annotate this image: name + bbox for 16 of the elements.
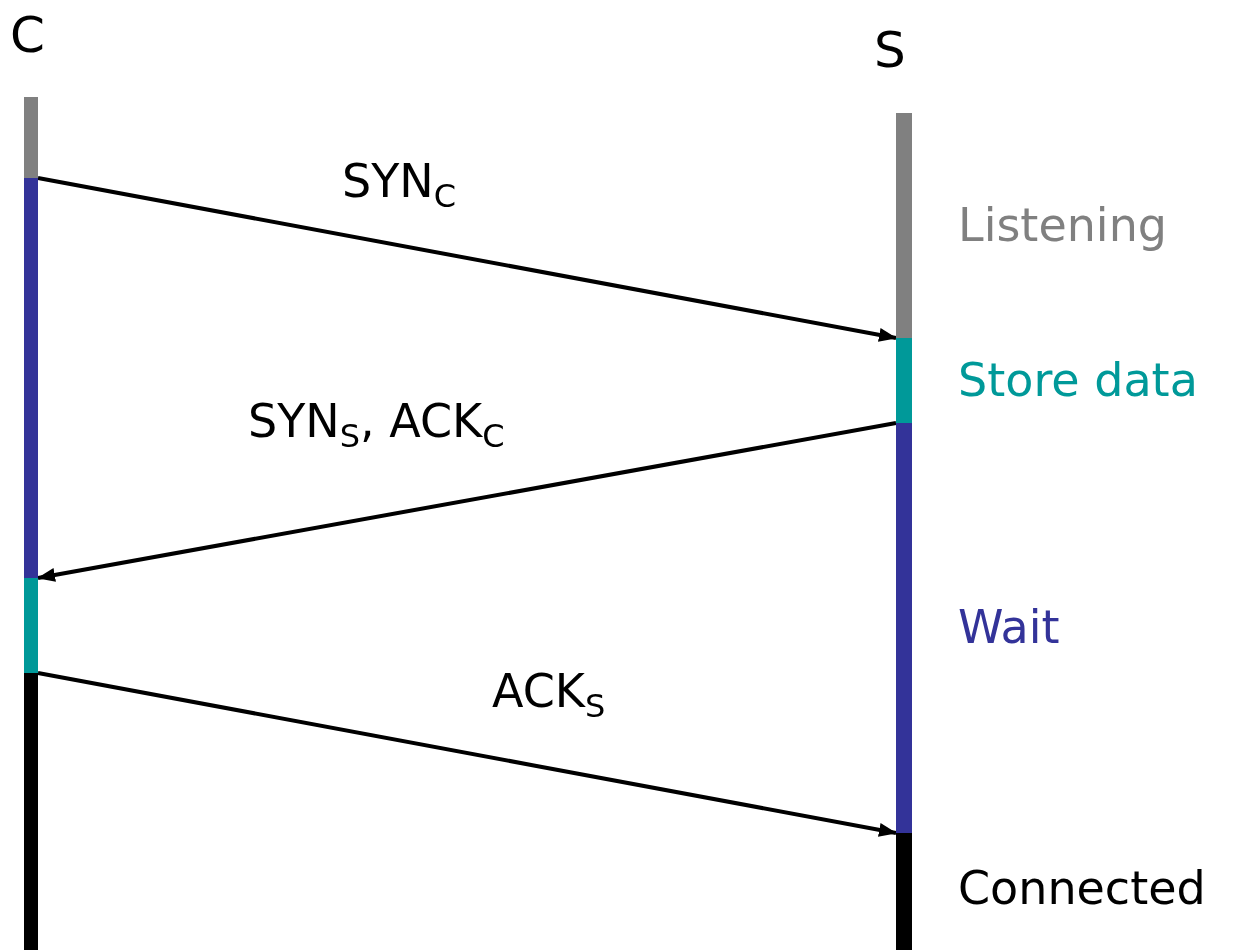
lifeline-label: S <box>874 25 906 75</box>
lifeline-label: C <box>10 10 45 60</box>
lifeline-segment <box>24 673 38 950</box>
lifeline-segment <box>896 113 912 338</box>
state-label: Wait <box>958 604 1060 650</box>
message-arrow <box>37 176 897 342</box>
message-arrow <box>37 671 897 837</box>
lifeline-segment <box>24 178 38 578</box>
state-label: Store data <box>958 356 1198 403</box>
lifeline-segment <box>896 833 912 950</box>
lifeline-segment <box>896 338 912 423</box>
message-arrow <box>37 421 897 582</box>
lifeline-segment <box>896 423 912 833</box>
lifeline-segment <box>24 97 38 178</box>
state-label: Connected <box>958 865 1206 911</box>
lifeline-segment <box>24 578 38 673</box>
